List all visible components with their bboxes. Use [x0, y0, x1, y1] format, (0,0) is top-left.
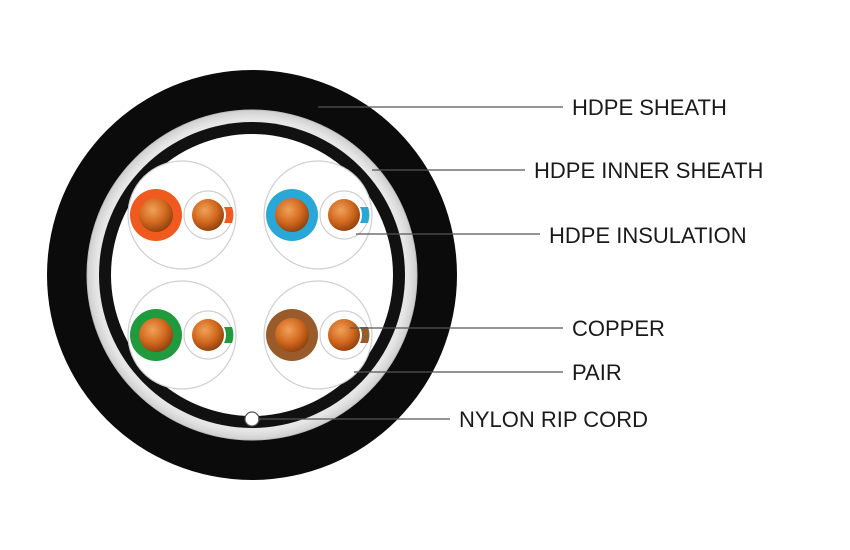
copper-conductor [139, 318, 173, 352]
label-hdpe-inner-sheath: HDPE INNER SHEATH [534, 158, 763, 183]
pair-green [127, 280, 237, 390]
brown-stripe [360, 327, 370, 343]
pair-orange [127, 160, 237, 270]
label-copper: COPPER [572, 316, 665, 341]
nylon-rip-cord [244, 411, 260, 427]
blue-stripe [360, 207, 370, 223]
inner-sheath-edge [86, 109, 418, 441]
copper-conductor [139, 198, 173, 232]
copper-conductor [328, 319, 360, 351]
label-hdpe-sheath: HDPE SHEATH [572, 95, 727, 120]
label-pair: PAIR [572, 360, 622, 385]
label-nylon-rip-cord: NYLON RIP CORD [459, 407, 648, 432]
pair-brown [263, 280, 373, 390]
pair-blue [263, 160, 373, 270]
copper-conductor [275, 318, 309, 352]
copper-conductor [192, 199, 224, 231]
copper-conductor [275, 198, 309, 232]
orange-stripe [224, 207, 234, 223]
label-hdpe-insulation: HDPE INSULATION [549, 223, 747, 248]
green-stripe [224, 327, 234, 343]
copper-conductor [328, 199, 360, 231]
copper-conductor [192, 319, 224, 351]
